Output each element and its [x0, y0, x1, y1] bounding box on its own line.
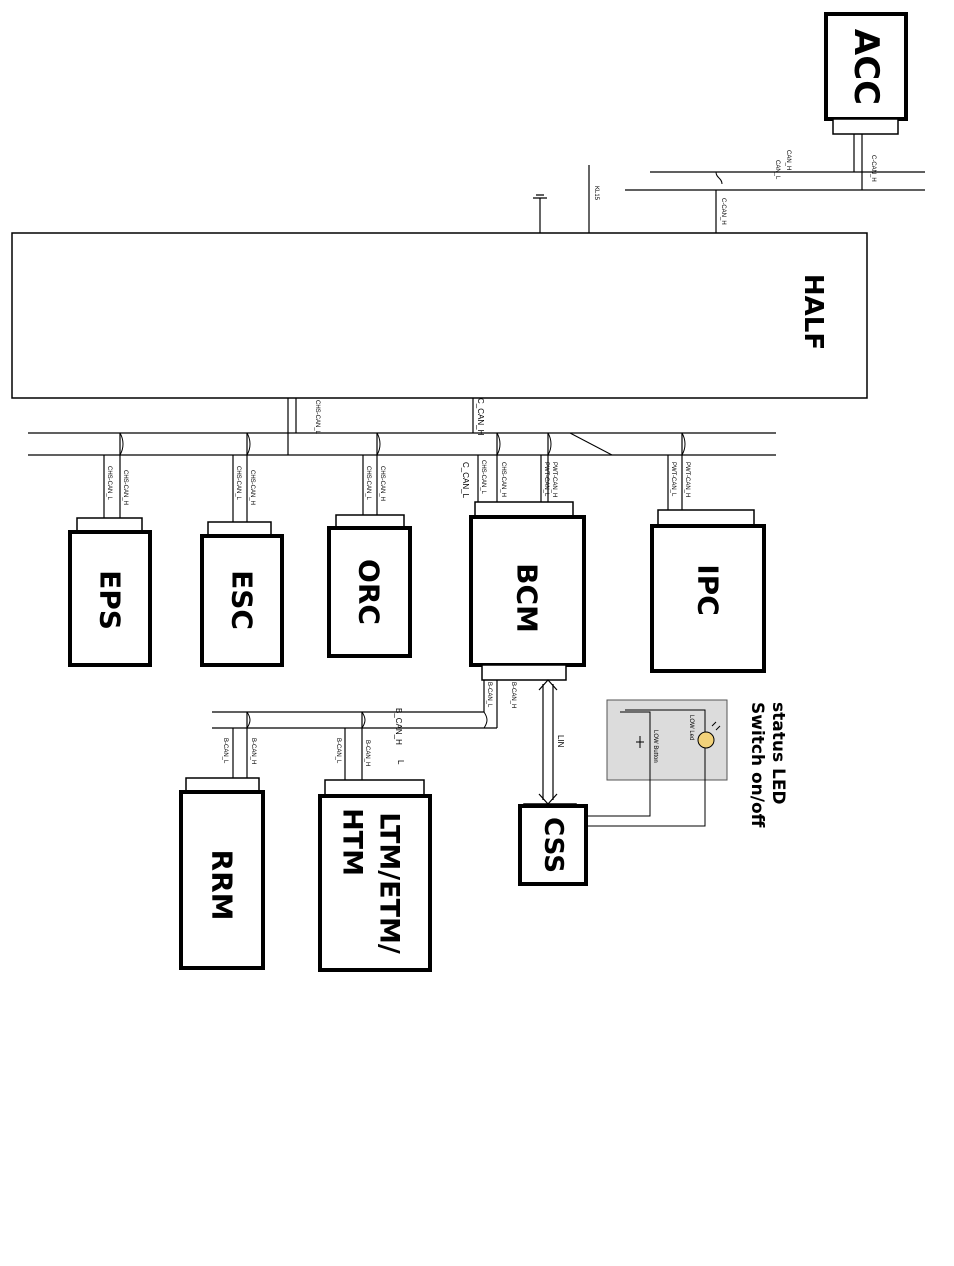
esc-pin-h: CHS-CAN_H — [249, 470, 255, 505]
annotation-line2: Switch on/off — [747, 702, 767, 828]
switch-led-label: LOW Led — [688, 715, 694, 740]
css-label: CSS — [538, 817, 568, 873]
kl15-label: KL15 — [593, 186, 599, 201]
eps-connector — [76, 517, 143, 533]
ipc-module — [650, 524, 766, 673]
rrm-hop — [246, 711, 251, 729]
half-label: HALF — [798, 274, 828, 350]
acc-label: ACC — [846, 29, 886, 105]
eps-pin-l: CHS-CAN_H — [122, 470, 128, 505]
eps-pin-h: CHS-CAN_L — [106, 466, 112, 501]
half-chs-pin-label: CHS-CAN_L — [314, 400, 320, 435]
bcm-label: BCM — [511, 563, 544, 633]
switch-button-label: LOW Button — [652, 730, 658, 763]
esc-label: ESC — [226, 570, 259, 630]
rrm-module — [179, 790, 265, 970]
bcm-pin-2: CHS-CAN_H — [500, 462, 506, 497]
orc-pin-l: CHS-CAN_L — [365, 466, 371, 501]
rrm-label: RRM — [206, 850, 239, 921]
c-can-l-label: C_CAN_L — [461, 462, 470, 499]
ltm-hop — [361, 711, 366, 729]
bcm-pin-1: CHS-CAN_L — [480, 460, 486, 495]
led-rays-icon — [711, 721, 721, 731]
bcm-hop-1 — [496, 432, 501, 456]
eps-label: EPS — [94, 570, 127, 630]
eps-module — [68, 530, 152, 667]
b-can-h-label: B_CAN_H — [394, 708, 403, 745]
orc-label: ORC — [353, 559, 386, 625]
acc-pin-label: C-CAN_H — [870, 155, 876, 182]
esc-module — [200, 534, 284, 667]
b-can-l-label: L — [396, 760, 405, 765]
ltm-label-line1: LTM/ETM/ — [374, 812, 405, 954]
orc-hop — [376, 432, 381, 456]
ipc-pin-h: PWT-CAN_H — [684, 462, 690, 497]
bcm-pin-3: PWT-CAN_L — [543, 462, 549, 497]
ground-icon — [533, 194, 547, 199]
c-can-h-label: C_CAN_H — [476, 398, 485, 436]
ipc-pin-l: PWT-CAN_L — [670, 462, 676, 497]
ltm-pin-l: B-CAN_L — [335, 738, 341, 764]
bcm-hop-2 — [547, 432, 552, 456]
bcm-bcan-pin-1: B-CAN_L — [486, 682, 492, 708]
bcm-bcan-hop — [483, 711, 488, 729]
bcm-connector — [474, 501, 574, 518]
ipc-connector — [657, 509, 755, 527]
esc-hop — [246, 432, 251, 456]
esc-connector — [207, 521, 272, 537]
rrm-connector — [185, 777, 260, 793]
switch-panel-wire-1 — [586, 711, 651, 817]
bcm-bcan-pin-2: B-CAN_H — [510, 682, 516, 708]
bcm-connector-bottom — [481, 664, 567, 681]
half-top-wire-hop — [715, 171, 723, 185]
led-icon — [697, 731, 715, 749]
bcm-bridge — [569, 432, 613, 456]
rrm-pin-l: B-CAN_L — [222, 738, 228, 764]
lin-label: LIN — [556, 735, 565, 748]
css-module — [518, 804, 588, 886]
esc-pin-l: CHS-CAN_L — [235, 466, 241, 501]
half-top-pin-label: C-CAN_H — [720, 198, 726, 225]
orc-pin-h: CHS-CAN_H — [379, 466, 385, 501]
ltm-connector — [324, 779, 425, 797]
button-icon — [636, 736, 644, 748]
lin-arrow-top — [538, 679, 558, 691]
orc-module — [327, 526, 412, 658]
top-can-l-label: CAN_L — [774, 160, 780, 180]
ltm-pin-h: B-CAN_H — [364, 740, 370, 766]
annotation-line1: status LED — [768, 702, 788, 805]
top-can-h-label: CAN_H — [785, 150, 791, 170]
bcm-pin-4: PWT-CAN_H — [551, 462, 557, 497]
eps-hop — [119, 432, 124, 456]
ltm-module — [318, 794, 432, 972]
acc-connector — [832, 118, 899, 135]
ltm-label-line2: HTM — [337, 808, 368, 876]
ipc-label: IPC — [692, 564, 725, 616]
lin-arrow-bottom — [538, 793, 558, 805]
half-module — [11, 232, 868, 399]
bcm-module — [469, 515, 586, 667]
switch-panel-wire-2 — [586, 709, 706, 827]
rrm-pin-h: B-CAN_H — [250, 738, 256, 764]
ipc-hop — [681, 432, 686, 456]
